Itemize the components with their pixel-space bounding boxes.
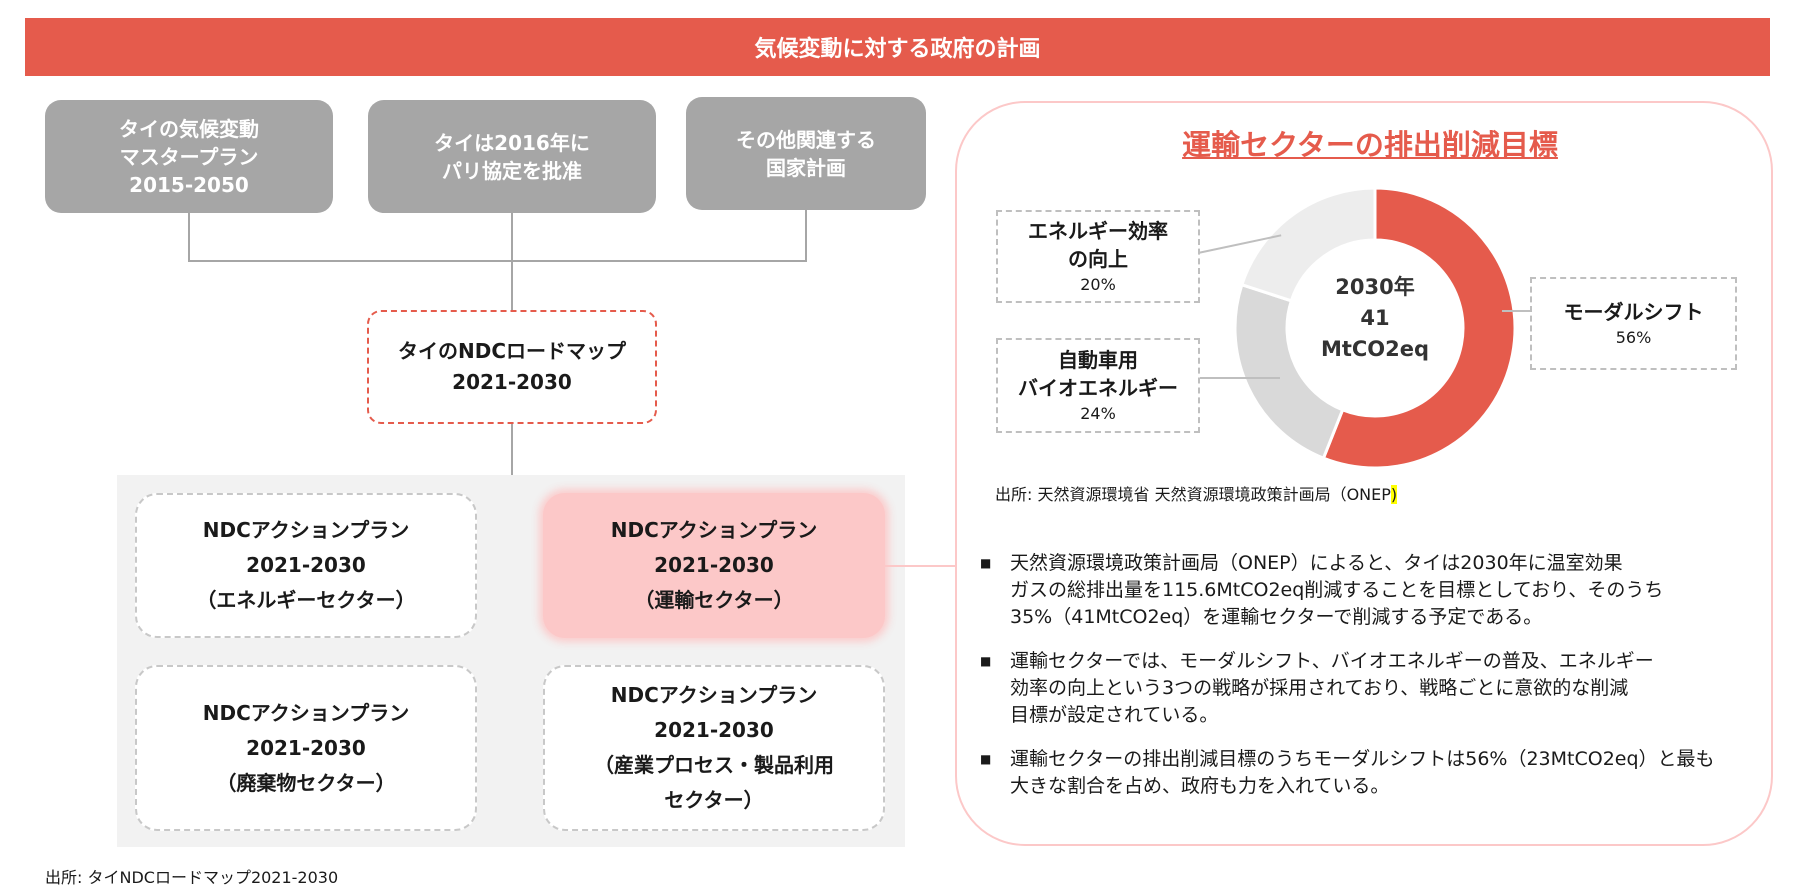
bullet-line: ガスの総排出量を115.6MtCO2eq削減することを目標としており、そのうち <box>1010 579 1664 601</box>
chart-source-text: 出所: 天然資源環境省 天然資源環境政策計画局（ONEP <box>995 485 1391 504</box>
slice-value: 24% <box>1080 403 1116 423</box>
plan-line: （エネルギーセクター） <box>196 588 416 612</box>
plan-line: NDCアクションプラン <box>610 518 818 542</box>
master-plan-line-3: 2015-2050 <box>129 172 249 197</box>
footer-source: 出所: タイNDCロードマップ2021-2030 <box>45 868 339 887</box>
plan-line: （産業プロセス・製品利用 <box>594 753 834 777</box>
master-plan-line-2: マスタープラン <box>119 144 259 169</box>
donut-slice-0 <box>1321 186 1517 470</box>
bullet-line: 目標が設定されている。 <box>1010 704 1219 726</box>
paris-line-2: パリ協定を批准 <box>441 158 582 183</box>
paris-line-1: タイは2016年に <box>434 130 590 155</box>
ndc-roadmap-box: タイのNDCロードマップ 2021-2030 <box>367 310 657 424</box>
master-plan-box: タイの気候変動 マスタープラン 2015-2050 <box>45 100 333 213</box>
plan-line: NDCアクションプラン <box>610 683 818 707</box>
bullet-item: ■ 運輸セクターの排出削減目標のうちモーダルシフトは56%（23MtCO2eq）… <box>980 746 1750 800</box>
action-plan-transport: NDCアクションプラン 2021-2030 （運輸セクター） <box>543 493 885 638</box>
donut-center-line-1: 2030年 <box>1335 275 1414 299</box>
slice-name: の向上 <box>1068 246 1128 271</box>
slice-name: 自動車用 <box>1058 347 1138 372</box>
plan-line: NDCアクションプラン <box>202 518 410 542</box>
action-plan-waste: NDCアクションプラン 2021-2030 （廃棄物セクター） <box>135 665 477 831</box>
bullet-item: ■ 運輸セクターでは、モーダルシフト、バイオエネルギーの普及、エネルギー 効率の… <box>980 648 1750 729</box>
plan-line: （廃棄物セクター） <box>216 770 396 795</box>
master-plan-line-1: タイの気候変動 <box>119 116 259 141</box>
slice-name: バイオエネルギー <box>1018 375 1178 400</box>
donut-slice-1 <box>1233 282 1345 461</box>
plan-line: NDCアクションプラン <box>202 700 410 725</box>
connector-line <box>805 210 807 261</box>
connector-line <box>511 424 513 475</box>
connector-line <box>188 213 190 261</box>
plan-line: 2021-2030 <box>246 735 366 760</box>
leader-line <box>1502 310 1532 312</box>
bullet-marker: ■ <box>980 556 992 570</box>
bullet-line: 35%（41MtCO2eq）を運輸セクターで削減する予定である。 <box>1010 606 1543 628</box>
action-plan-industrial: NDCアクションプラン 2021-2030 （産業プロセス・製品利用 セクター） <box>543 665 885 831</box>
bullet-line: 効率の向上という3つの戦略が採用されており、戦略ごとに意欲的な削減 <box>1010 677 1629 699</box>
chart-source: 出所: 天然資源環境省 天然資源環境政策計画局（ONEP) <box>995 481 1398 505</box>
slice-label-modal-shift: モーダルシフト 56% <box>1530 277 1737 370</box>
bullet-line: 大きな割合を占め、政府も力を入れている。 <box>1010 775 1390 797</box>
transport-target-title: 運輸セクターの排出削減目標 <box>1182 128 1558 162</box>
bullet-marker: ■ <box>980 752 992 766</box>
plan-line: セクター） <box>664 788 764 812</box>
slice-label-energy-efficiency: エネルギー効率 の向上 20% <box>996 210 1200 303</box>
bullet-line: 運輸セクターの排出削減目標のうちモーダルシフトは56%（23MtCO2eq）と最… <box>1010 748 1715 770</box>
action-plan-energy: NDCアクションプラン 2021-2030 （エネルギーセクター） <box>135 493 477 638</box>
chart-source-tail: ) <box>1390 485 1398 504</box>
donut-center-line-3: MtCO2eq <box>1321 337 1429 361</box>
paris-agreement-box: タイは2016年に パリ協定を批准 <box>368 100 656 213</box>
bullet-line: 天然資源環境政策計画局（ONEP）によると、タイは2030年に温室効果 <box>1010 552 1623 574</box>
slice-name: エネルギー効率 <box>1028 218 1168 243</box>
emission-reduction-donut-chart: 2030年 41 MtCO2eq <box>1233 186 1517 470</box>
connector-line <box>188 260 807 262</box>
bullet-item: ■ 天然資源環境政策計画局（ONEP）によると、タイは2030年に温室効果 ガス… <box>980 550 1750 631</box>
plan-line: 2021-2030 <box>246 553 366 577</box>
plan-line: 2021-2030 <box>654 553 774 577</box>
slice-value: 56% <box>1615 327 1652 347</box>
slice-name: モーダルシフト <box>1563 299 1704 324</box>
roadmap-line-2: 2021-2030 <box>452 370 572 394</box>
leader-line <box>1198 377 1280 379</box>
transport-bullet-list: ■ 天然資源環境政策計画局（ONEP）によると、タイは2030年に温室効果 ガス… <box>980 550 1750 817</box>
donut-center-line-2: 41 <box>1360 306 1389 330</box>
highlight-connector <box>885 565 957 567</box>
bullet-line: 運輸セクターでは、モーダルシフト、バイオエネルギーの普及、エネルギー <box>1010 650 1654 672</box>
plan-line: （運輸セクター） <box>634 588 794 612</box>
page-title: 気候変動に対する政府の計画 <box>754 37 1041 62</box>
bullet-marker: ■ <box>980 654 992 668</box>
other-plans-line-2: 国家計画 <box>766 155 846 180</box>
other-plans-line-1: その他関連する <box>736 127 876 152</box>
slice-value: 20% <box>1080 274 1116 294</box>
page-title-banner: 気候変動に対する政府の計画 <box>25 18 1770 76</box>
roadmap-line-1: タイのNDCロードマップ <box>397 339 627 363</box>
plan-line: 2021-2030 <box>654 718 774 742</box>
slice-label-bioenergy: 自動車用 バイオエネルギー 24% <box>996 338 1200 433</box>
other-national-plans-box: その他関連する 国家計画 <box>686 97 926 210</box>
